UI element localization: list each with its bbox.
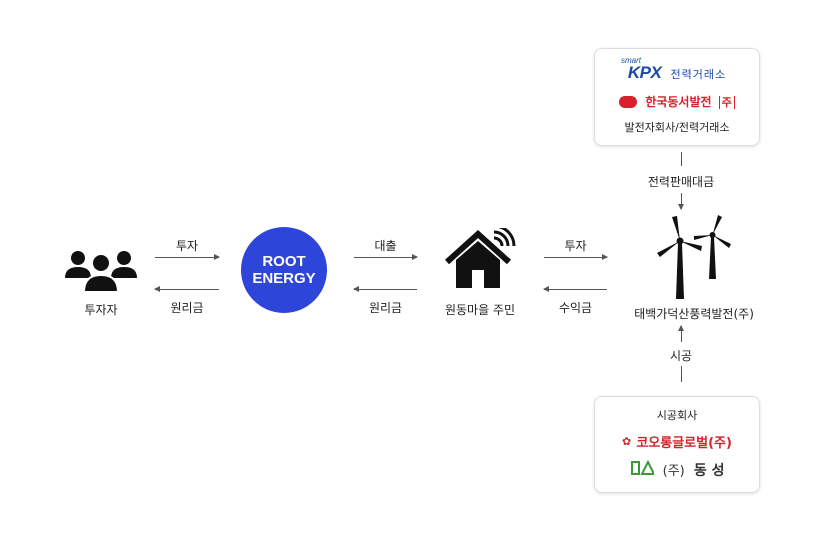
investor-label: 투자자 <box>84 303 118 317</box>
arrow-invest <box>155 254 220 260</box>
dongsung-logo: (주) 동 성 <box>595 459 759 480</box>
flow-loan-label: 대출 <box>374 239 397 253</box>
flow-principal-interest-label-2: 원리금 <box>368 301 403 315</box>
power-card-caption: 발전자회사/전력거래소 <box>624 121 730 134</box>
kpx-mark: KPX <box>627 63 662 82</box>
house-wifi-icon <box>444 224 516 290</box>
arrow-principal-interest-2 <box>353 286 417 292</box>
wind-turbine-icon <box>652 213 734 299</box>
kolon-logo-icon: ✿ <box>622 435 632 448</box>
arrow-loan <box>354 254 418 260</box>
root-energy-line2: ENERGY <box>252 270 316 287</box>
kewp-name: 한국동서발전 <box>645 95 712 109</box>
dongsung-prefix: (주) <box>662 464 685 479</box>
arrow-power-sales <box>678 193 684 210</box>
kpx-smart-text: smart <box>621 56 641 65</box>
root-energy-logo: ROOT ENERGY <box>241 227 327 313</box>
construction-card: 시공회사 ✿ 코오롱글로벌(주) (주) 동 성 <box>594 396 760 493</box>
line-bottom-card <box>681 366 682 382</box>
root-energy-line1: ROOT <box>262 253 306 270</box>
kpx-logo: smart KPX 전력거래소 <box>595 56 759 83</box>
construction-card-caption: 시공회사 <box>656 409 698 422</box>
arrow-profit <box>543 286 607 292</box>
kewp-logo: 한국동서발전 주 <box>595 91 759 110</box>
kolon-name: 코오롱글로벌(주) <box>636 436 732 451</box>
kpx-name: 전력거래소 <box>670 68 727 81</box>
flow-profit-label: 수익금 <box>558 301 593 315</box>
flow-power-sales-label: 전력판매대금 <box>647 175 715 189</box>
flow-invest-label-2: 투자 <box>564 239 587 253</box>
flow-principal-interest-label-1: 원리금 <box>170 301 204 315</box>
arrow-construction <box>678 325 684 342</box>
arrow-principal-interest-1 <box>154 286 219 292</box>
kewp-mark <box>619 95 638 108</box>
flow-construction-label: 시공 <box>669 349 693 363</box>
residents-label: 원동마을 주민 <box>444 303 516 317</box>
flow-invest-label: 투자 <box>175 239 199 253</box>
wind-power-label: 태백가덕산풍력발전(주) <box>634 307 754 321</box>
arrow-invest-2 <box>544 254 608 260</box>
power-company-card: smart KPX 전력거래소 한국동서발전 주 발전자회사/전력거래소 <box>594 48 760 146</box>
kolon-logo: ✿ 코오롱글로벌(주) <box>595 431 759 451</box>
kewp-suffix: 주 <box>718 95 735 109</box>
line-top-card <box>681 152 682 166</box>
people-icon <box>64 244 138 294</box>
dongsung-name: 동 성 <box>693 462 725 479</box>
dongsung-logo-icon <box>630 459 656 480</box>
